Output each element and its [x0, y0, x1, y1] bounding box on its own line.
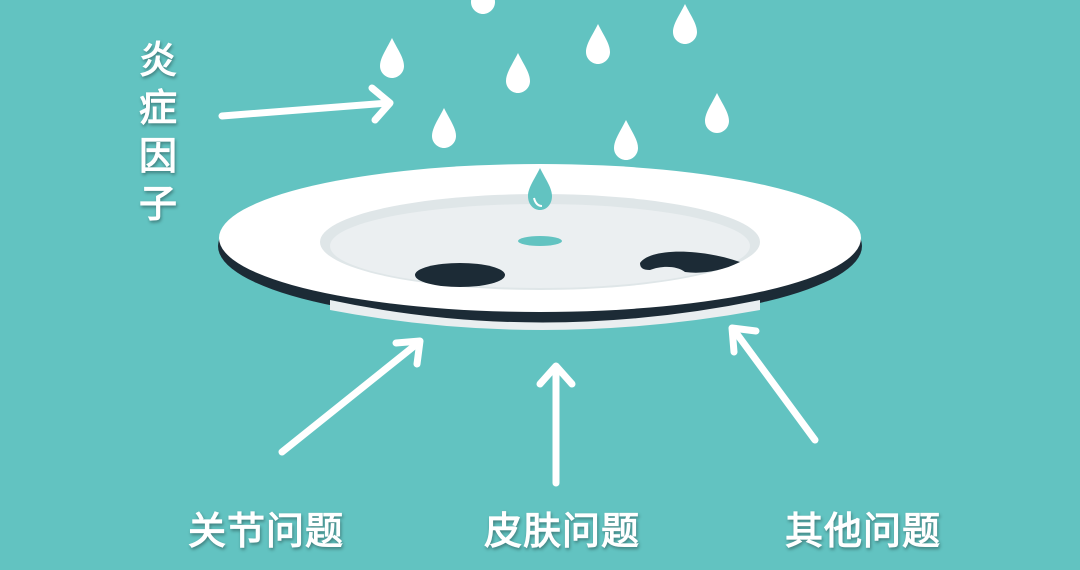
joint-problems-label: 关节问题 [188, 509, 345, 553]
arrows [218, 84, 819, 487]
arrow-icon [218, 84, 394, 124]
water-drop-icon [614, 120, 638, 160]
arrow-icon [728, 324, 819, 444]
inflammatory-factors-label: 炎症因子 [138, 38, 177, 226]
skin-problems-label: 皮肤问题 [484, 509, 641, 553]
stain [415, 263, 505, 287]
water-drop-icon [528, 168, 552, 210]
water-drop-icon [586, 24, 610, 64]
water-drop-icon [506, 53, 530, 93]
water-drop-icon [380, 38, 404, 78]
water-drop-icon [673, 4, 697, 44]
arrow-icon [536, 362, 576, 487]
plate-icon [218, 164, 862, 330]
water-drop-icon [705, 93, 729, 133]
water-drop-icon [471, 0, 495, 14]
arrow-icon [278, 337, 424, 456]
stain [640, 251, 740, 273]
water-drops [380, 0, 729, 160]
other-problems-label: 其他问题 [785, 509, 942, 553]
water-drop-icon [432, 108, 456, 148]
